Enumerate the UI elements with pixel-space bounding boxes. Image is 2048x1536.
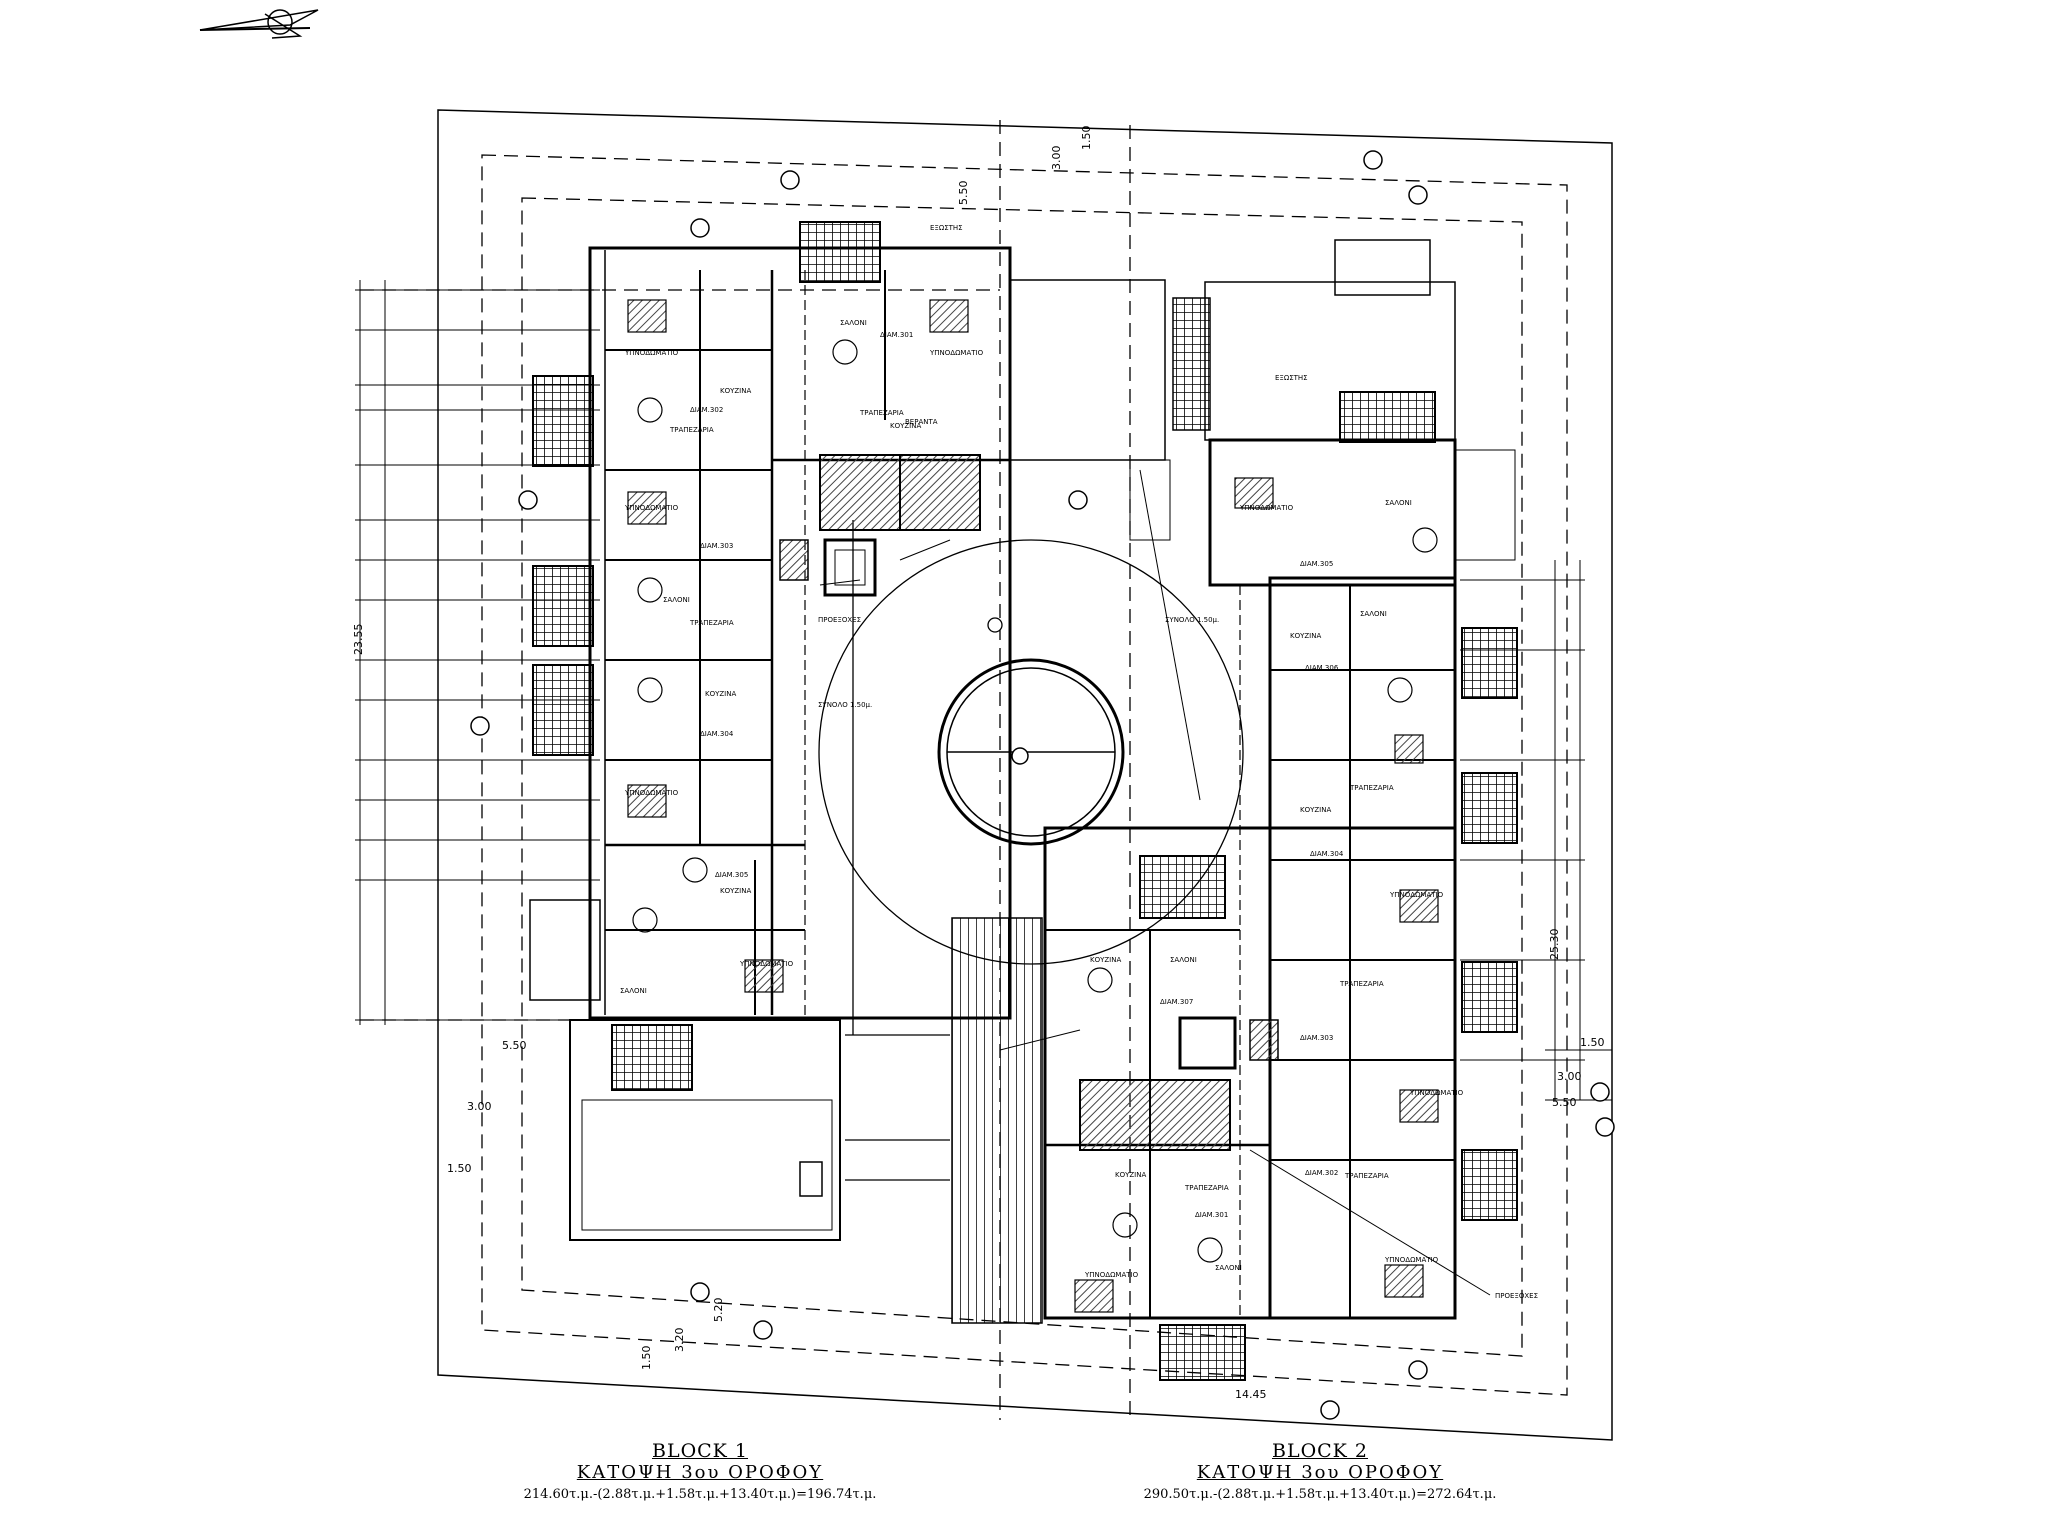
b1-bedroom-label-3: ΥΠΝΟΔΩΜΑΤΙΟ [624,504,679,512]
dim-bottom-3: 5.20 [712,1298,725,1323]
block-2-subtitle: ΚΑΤΟΨΗ 3ου ΟΡΟΦΟΥ [1196,1462,1444,1483]
b2-living-label: ΣΑΛΟΝΙ [1385,499,1412,507]
apt-b2-306: ΔΙΑΜ.306 [1305,664,1339,672]
block-1-title: BLOCK 1 [651,1440,749,1462]
b1-veranda-label: ΒΕΡΑΝΤΑ [905,418,938,426]
apt-b1-304: ΔΙΑΜ.304 [700,730,734,738]
b1-projection-note: ΠΡΟΕΞΟΧΕΣ [818,616,861,624]
dim-top-3: 5.50 [957,181,970,206]
block-1-area: 214.60τ.μ.-(2.88τ.μ.+1.58τ.μ.+13.40τ.μ.)… [523,1487,877,1502]
b2-dining-label: ΤΡΑΠΕΖΑΡΙΑ [1349,784,1394,792]
b1-bedroom-label-5: ΥΠΝΟΔΩΜΑΤΙΟ [739,960,794,968]
b2-bedroom-label-5: ΥΠΝΟΔΩΜΑΤΙΟ [1384,1256,1439,1264]
apt-b2-302: ΔΙΑΜ.302 [1305,1169,1338,1177]
b1-kitchen-label-3: ΚΟΥΖΙΝΑ [705,690,736,698]
b1-bedroom-label: ΥΠΝΟΔΩΜΑΤΙΟ [624,349,679,357]
b2-bedroom-label-2: ΥΠΝΟΔΩΜΑΤΙΟ [1389,891,1444,899]
dim-top-1: 3.00 [1050,146,1063,171]
apt-b2-305: ΔΙΑΜ.305 [1300,560,1333,568]
plot-boundary [437,109,1613,1441]
dim-left-1: 5.50 [502,1039,527,1052]
b1-bedroom-label-4: ΥΠΝΟΔΩΜΑΤΙΟ [624,789,679,797]
b1-living-label-2: ΣΑΛΟΝΙ [663,596,690,604]
block-2-building: ΕΞΩΣΤΗΣ ΥΠΝΟΔΩΜΑΤΙΟ ΣΑΛΟΝΙ ΣΑΛΟΝΙ ΚΟΥΖΙΝ… [819,239,1538,1381]
block-2-area: 290.50τ.μ.-(2.88τ.μ.+1.58τ.μ.+13.40τ.μ.)… [1143,1487,1497,1502]
apt-b1-302: ΔΙΑΜ.302 [690,406,723,414]
b2-kitchen-label-4: ΚΟΥΖΙΝΑ [1115,1171,1146,1179]
b1-area-note: ΣΥΝΟΛΟ 1.50μ. [818,701,872,709]
apt-b2-307: ΔΙΑΜ.307 [1160,998,1193,1006]
dim-right-1: 1.50 [1580,1036,1605,1049]
b2-projection-note: ΠΡΟΕΞΟΧΕΣ [1495,1292,1538,1300]
dim-bottom-2: 1.50 [640,1346,653,1371]
apt-b2-301: ΔΙΑΜ.301 [1195,1211,1228,1219]
b2-living-label-4: ΣΑΛΟΝΙ [1215,1264,1242,1272]
dim-top-2: 1.50 [1080,126,1093,151]
dim-right-2: 3.00 [1557,1070,1582,1083]
b2-bedroom-label: ΥΠΝΟΔΩΜΑΤΙΟ [1239,504,1294,512]
b1-living-label-3: ΣΑΛΟΝΙ [620,987,647,995]
b2-kitchen-label-3: ΚΟΥΖΙΝΑ [1090,956,1121,964]
b2-living-label-3: ΣΑΛΟΝΙ [1170,956,1197,964]
grid-axis-markers [470,150,1615,1420]
dim-bottom-1: 3.20 [673,1328,686,1353]
b2-dining-label-4: ΤΡΑΠΕΖΑΡΙΑ [1344,1172,1389,1180]
block-1-building: ΥΠΝΟΔΩΜΑΤΙΟ ΣΑΛΟΝΙ ΥΠΝΟΔΩΜΑΤΙΟ ΚΟΥΖΙΝΑ Τ… [529,221,1171,1241]
b1-living-label: ΣΑΛΟΝΙ [840,319,867,327]
b2-balcony-label: ΕΞΩΣΤΗΣ [1275,374,1308,382]
apt-b1-305: ΔΙΑΜ.305 [715,871,748,879]
dim-b1-height: 23.55 [352,624,365,656]
b2-dining-label-3: ΤΡΑΠΕΖΑΡΙΑ [1184,1184,1229,1192]
b2-living-label-2: ΣΑΛΟΝΙ [1360,610,1387,618]
b1-bedroom-label-2: ΥΠΝΟΔΩΜΑΤΙΟ [929,349,984,357]
b1-kitchen-label-2: ΚΟΥΖΙΝΑ [890,422,921,430]
dim-right-3: 5.50 [1552,1096,1577,1109]
block-2-title: BLOCK 2 [1271,1440,1369,1462]
apt-b1-303: ΔΙΑΜ.303 [700,542,733,550]
b2-bedroom-label-4: ΥΠΝΟΔΩΜΑΤΙΟ [1084,1271,1139,1279]
apt-b2-303: ΔΙΑΜ.303 [1300,1034,1333,1042]
dim-left-2: 3.00 [467,1100,492,1113]
b2-kitchen-label-2: ΚΟΥΖΙΝΑ [1300,806,1331,814]
b2-dining-label-2: ΤΡΑΠΕΖΑΡΙΑ [1339,980,1384,988]
apt-b2-304: ΔΙΑΜ.304 [1310,850,1344,858]
block-1-caption: BLOCK 1 ΚΑΤΟΨΗ 3ου ΟΡΟΦΟΥ 214.60τ.μ.-(2.… [430,1440,970,1504]
b1-kitchen-label-4: ΚΟΥΖΙΝΑ [720,887,751,895]
central-courtyard [818,469,1244,1035]
dim-left-3: 1.50 [447,1162,472,1175]
b1-balcony-label: ΕΞΩΣΤΗΣ [930,224,963,232]
b1-kitchen-label: ΚΟΥΖΙΝΑ [720,387,751,395]
apt-b1-301: ΔΙΑΜ.301 [880,331,913,339]
block-1-subtitle: ΚΑΤΟΨΗ 3ου ΟΡΟΦΟΥ [576,1462,824,1483]
north-arrow-icon [199,9,319,39]
b2-kitchen-label: ΚΟΥΖΙΝΑ [1290,632,1321,640]
dim-b2-height: 25.30 [1548,929,1561,961]
b2-bedroom-label-3: ΥΠΝΟΔΩΜΑΤΙΟ [1409,1089,1464,1097]
block-2-caption: BLOCK 2 ΚΑΤΟΨΗ 3ου ΟΡΟΦΟΥ 290.50τ.μ.-(2.… [1010,1440,1630,1504]
dimension-lines-right [1460,560,1612,1101]
b1-dining-label: ΤΡΑΠΕΖΑΡΙΑ [859,409,904,417]
dim-b2-bottom-width: 14.45 [1235,1388,1267,1401]
b2-area-note: ΣΥΝΟΛΟ 1.50μ. [1165,616,1219,624]
b1-dining-label-3: ΤΡΑΠΕΖΑΡΙΑ [689,619,734,627]
b1-dining-label-2: ΤΡΑΠΕΖΑΡΙΑ [669,426,714,434]
